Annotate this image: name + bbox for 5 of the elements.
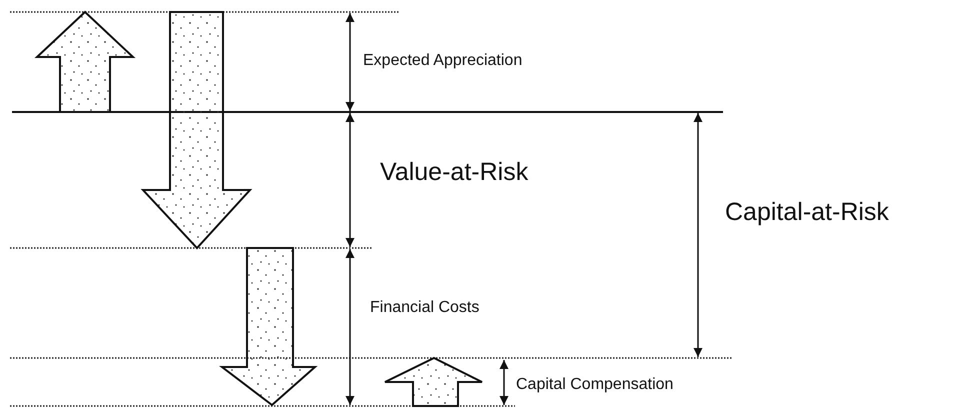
dimension-label: Financial Costs [370, 300, 480, 316]
dimension-label: Capital-at-Risk [725, 200, 889, 225]
dimension-label: Value-at-Risk [380, 160, 528, 185]
dimension-label: Capital Compensation [516, 377, 674, 393]
dimension-label: Expected Appreciation [363, 53, 522, 69]
